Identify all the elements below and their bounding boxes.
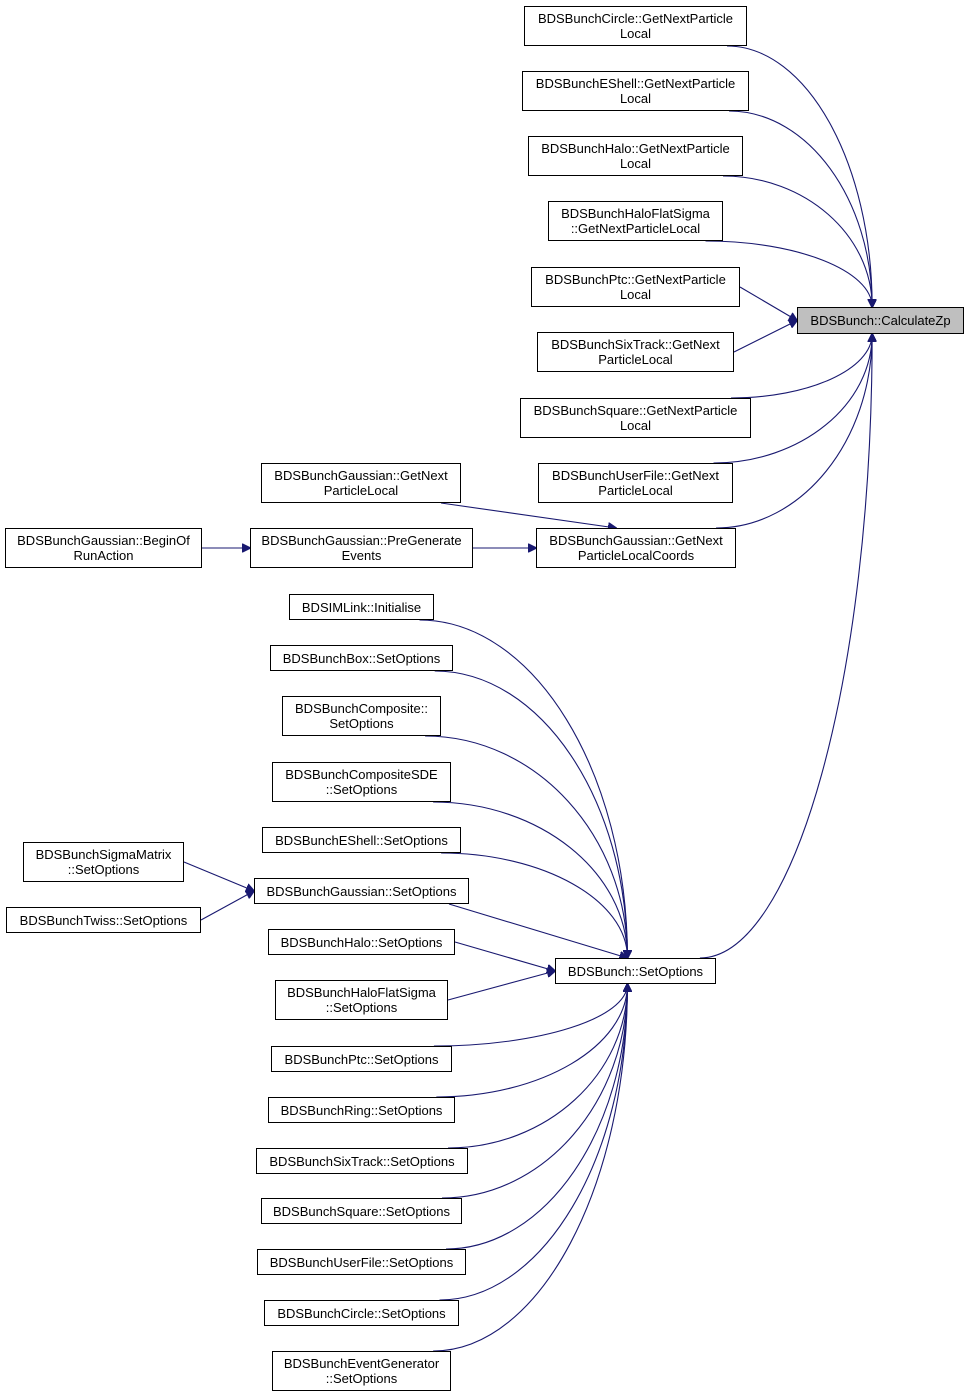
edge-haloflat_so-to-bunch_setoptions (447, 971, 555, 1001)
edge-halo_so-to-bunch_setoptions (454, 941, 555, 971)
node-composite-set-options[interactable]: BDSBunchComposite:: SetOptions (282, 696, 441, 736)
edge-ring_so-to-bunch_setoptions (436, 984, 627, 1098)
node-gaussian-begin-of-run-action[interactable]: BDSBunchGaussian::BeginOf RunAction (5, 528, 202, 568)
node-label: BDSBunchCompositeSDE ::SetOptions (285, 767, 438, 797)
node-label: BDSBunchCircle::SetOptions (277, 1305, 446, 1321)
edge-haloflat_gnpl-to-calculate_zp (705, 240, 873, 307)
edge-imlink_init-to-bunch_setoptions (419, 619, 628, 958)
node-label: BDSBunchUserFile::GetNext ParticleLocal (552, 468, 719, 498)
edge-gaussian_gnplc-to-calculate_zp (715, 334, 872, 529)
node-gaussian-get-next-particle-local[interactable]: BDSBunchGaussian::GetNext ParticleLocal (261, 463, 461, 503)
node-sigmamatrix-set-options[interactable]: BDSBunchSigmaMatrix ::SetOptions (23, 842, 184, 882)
node-twiss-set-options[interactable]: BDSBunchTwiss::SetOptions (6, 907, 201, 933)
node-label: BDSBunchSquare::SetOptions (272, 1203, 451, 1219)
node-ring-set-options[interactable]: BDSBunchRing::SetOptions (268, 1097, 455, 1123)
edge-square_gnpl-to-calculate_zp (730, 334, 872, 399)
node-label: BDSBunchHaloFlatSigma ::SetOptions (287, 985, 436, 1015)
node-userfile-set-options[interactable]: BDSBunchUserFile::SetOptions (257, 1249, 466, 1275)
node-circle-set-options[interactable]: BDSBunchCircle::SetOptions (264, 1300, 459, 1326)
node-circle-get-next-particle-local[interactable]: BDSBunchCircle::GetNextParticle Local (524, 6, 747, 46)
node-label: BDSBunchRing::SetOptions (280, 1102, 443, 1118)
node-square-get-next-particle-local[interactable]: BDSBunchSquare::GetNextParticle Local (520, 398, 751, 438)
edge-circle_so-to-bunch_setoptions (439, 984, 628, 1301)
node-label: BDSBunchUserFile::SetOptions (269, 1254, 454, 1270)
node-haloflatsigma-set-options[interactable]: BDSBunchHaloFlatSigma ::SetOptions (275, 980, 448, 1020)
node-label: BDSIMLink::Initialise (301, 599, 422, 615)
edge-eshell_gnpl-to-calculate_zp (728, 110, 872, 307)
node-label: BDSBunchPtc::GetNextParticle Local (545, 272, 726, 302)
edge-circle_gnpl-to-calculate_zp (726, 45, 872, 307)
node-label: BDSBunchEventGenerator ::SetOptions (283, 1356, 440, 1386)
node-label: BDSBunchGaussian::BeginOf RunAction (17, 533, 190, 563)
edge-twiss_so-to-gaussian_so (200, 891, 254, 921)
edge-compositesde_so-to-bunch_setoptions (433, 801, 627, 958)
node-halo-set-options[interactable]: BDSBunchHalo::SetOptions (268, 929, 455, 955)
node-userfile-get-next-particle-local[interactable]: BDSBunchUserFile::GetNext ParticleLocal (538, 463, 733, 503)
edge-gaussian_so-to-bunch_setoptions (448, 903, 627, 958)
edge-eventgen_so-to-bunch_setoptions (433, 984, 627, 1352)
edge-sixtrack_so-to-bunch_setoptions (447, 984, 627, 1149)
edge-box_so-to-bunch_setoptions (434, 670, 628, 958)
edge-composite_so-to-bunch_setoptions (425, 735, 627, 958)
node-square-set-options[interactable]: BDSBunchSquare::SetOptions (261, 1198, 462, 1224)
node-label: BDSBunchGaussian::GetNext ParticleLocalC… (549, 533, 723, 563)
node-label: BDSBunchHalo::SetOptions (280, 934, 443, 950)
node-ptc-set-options[interactable]: BDSBunchPtc::SetOptions (271, 1046, 452, 1072)
node-bdsimlink-initialise[interactable]: BDSIMLink::Initialise (289, 594, 434, 620)
node-label: BDSBunchBox::SetOptions (282, 650, 441, 666)
node-bunch-set-options[interactable]: BDSBunch::SetOptions (555, 958, 716, 984)
node-ptc-get-next-particle-local[interactable]: BDSBunchPtc::GetNextParticle Local (531, 267, 740, 307)
node-label: BDSBunch::SetOptions (567, 963, 704, 979)
node-label: BDSBunch::CalculateZp (810, 313, 951, 328)
edge-square_so-to-bunch_setoptions (441, 984, 627, 1199)
edge-eshell_so-to-bunch_setoptions (441, 852, 627, 958)
node-compositesde-set-options[interactable]: BDSBunchCompositeSDE ::SetOptions (272, 762, 451, 802)
node-box-set-options[interactable]: BDSBunchBox::SetOptions (270, 645, 453, 671)
node-label: BDSBunchEShell::GetNextParticle Local (535, 76, 736, 106)
node-label: BDSBunchPtc::SetOptions (284, 1051, 439, 1067)
edge-bunch_setoptions-to-calculate_zp (699, 334, 872, 959)
node-label: BDSBunchCircle::GetNextParticle Local (537, 11, 734, 41)
node-gaussian-pre-generate-events[interactable]: BDSBunchGaussian::PreGenerate Events (250, 528, 473, 568)
node-sixtrack-set-options[interactable]: BDSBunchSixTrack::SetOptions (256, 1148, 468, 1174)
node-label: BDSBunchGaussian::GetNext ParticleLocal (274, 468, 448, 498)
edge-sixtrack_gnpl-to-calculate_zp (733, 321, 797, 353)
edge-halo_gnpl-to-calculate_zp (722, 175, 872, 307)
node-halo-get-next-particle-local[interactable]: BDSBunchHalo::GetNextParticle Local (528, 136, 743, 176)
edge-ptc_gnpl-to-calculate_zp (739, 286, 797, 321)
node-sixtrack-get-next-particle-local[interactable]: BDSBunchSixTrack::GetNext ParticleLocal (537, 332, 734, 372)
edge-userfile_gnpl-to-calculate_zp (713, 334, 873, 464)
node-eshell-get-next-particle-local[interactable]: BDSBunchEShell::GetNextParticle Local (522, 71, 749, 111)
node-label: BDSBunchHaloFlatSigma ::GetNextParticleL… (561, 206, 710, 236)
node-label: BDSBunchGaussian::SetOptions (266, 883, 457, 899)
edge-userfile_so-to-bunch_setoptions (445, 984, 627, 1250)
node-label: BDSBunchHalo::GetNextParticle Local (541, 141, 730, 171)
node-gaussian-set-options[interactable]: BDSBunchGaussian::SetOptions (254, 878, 469, 904)
node-label: BDSBunchEShell::SetOptions (275, 832, 448, 848)
node-calculate-zp[interactable]: BDSBunch::CalculateZp (797, 307, 964, 334)
node-haloflatsigma-get-next-particle-local[interactable]: BDSBunchHaloFlatSigma ::GetNextParticleL… (548, 201, 723, 241)
edge-ptc_so-to-bunch_setoptions (433, 984, 628, 1047)
node-eventgenerator-set-options[interactable]: BDSBunchEventGenerator ::SetOptions (272, 1351, 451, 1391)
node-label: BDSBunchSixTrack::SetOptions (269, 1153, 455, 1169)
node-label: BDSBunchTwiss::SetOptions (19, 912, 188, 928)
node-label: BDSBunchComposite:: SetOptions (295, 701, 428, 731)
node-label: BDSBunchGaussian::PreGenerate Events (261, 533, 462, 563)
node-label: BDSBunchSixTrack::GetNext ParticleLocal (551, 337, 720, 367)
edge-gaussian_gnpl-to-gaussian_gnplc (440, 502, 616, 528)
node-eshell-set-options[interactable]: BDSBunchEShell::SetOptions (262, 827, 461, 853)
edge-sigmamatrix_so-to-gaussian_so (183, 861, 254, 891)
node-label: BDSBunchSigmaMatrix ::SetOptions (35, 847, 172, 877)
node-label: BDSBunchSquare::GetNextParticle Local (533, 403, 738, 433)
node-gaussian-get-next-particle-local-coords[interactable]: BDSBunchGaussian::GetNext ParticleLocalC… (536, 528, 736, 568)
